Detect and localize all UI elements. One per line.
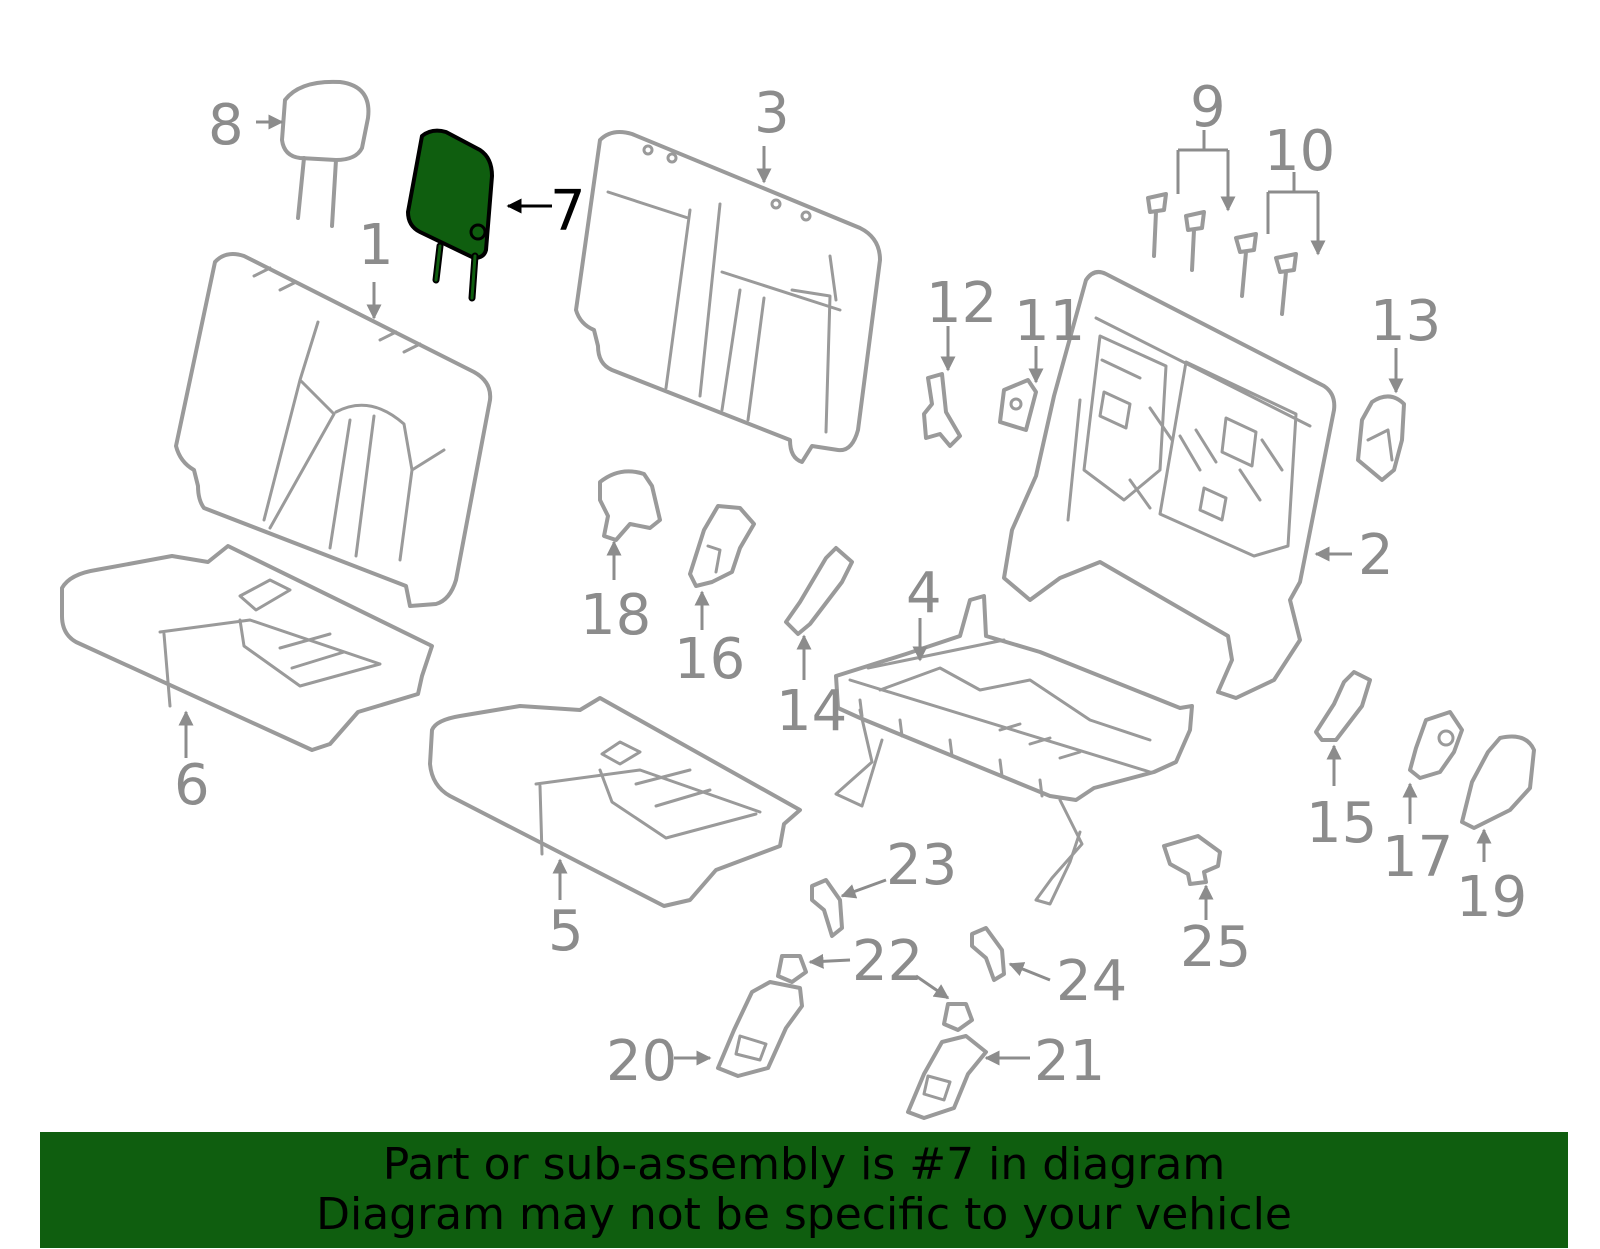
callout-11: 11 [1014, 289, 1085, 354]
part-3-seatback-cover[interactable] [574, 130, 882, 464]
callout-23: 23 [886, 833, 957, 898]
part-14-bracket[interactable] [784, 546, 854, 636]
callout-13: 13 [1370, 289, 1441, 354]
part-4-seat-frame-base[interactable] [834, 594, 1194, 906]
part-20-bracket[interactable] [716, 980, 804, 1078]
part-15-bracket[interactable] [1314, 670, 1372, 742]
leader-lines [178, 114, 1492, 1066]
part-21-bracket[interactable] [906, 1034, 988, 1120]
callout-12: 12 [926, 271, 997, 336]
part-8-headrest[interactable] [280, 79, 371, 228]
banner-line-2: Diagram may not be specific to your vehi… [316, 1189, 1292, 1240]
callout-15: 15 [1306, 791, 1377, 856]
callout-16: 16 [674, 627, 745, 692]
part-12-clip[interactable] [922, 372, 962, 448]
callout-17: 17 [1382, 825, 1453, 890]
callout-18: 18 [580, 583, 651, 648]
callout-24: 24 [1056, 949, 1127, 1014]
callout-21: 21 [1034, 1029, 1105, 1094]
callout-4: 4 [906, 561, 942, 626]
callout-7: 7 [550, 179, 586, 244]
callout-1: 1 [358, 213, 394, 278]
callout-10: 10 [1264, 119, 1335, 184]
callout-20: 20 [606, 1029, 677, 1094]
part-11-cap[interactable] [998, 378, 1038, 432]
callout-2: 2 [1358, 523, 1394, 588]
callout-5: 5 [548, 899, 584, 964]
part-13-cover[interactable] [1356, 394, 1406, 482]
callout-19: 19 [1456, 865, 1527, 930]
callout-9: 9 [1190, 75, 1226, 140]
part-18-bracket[interactable] [598, 469, 662, 542]
part-17-cover[interactable] [1408, 710, 1464, 780]
callout-22: 22 [852, 929, 923, 994]
part-24-bracket[interactable] [970, 926, 1006, 982]
parts-diagram: 8 1 7 3 9 10 12 11 13 2 18 16 4 14 6 5 1… [60, 75, 1536, 1120]
part-2-seat-frame[interactable] [1002, 270, 1337, 700]
part-25-bracket[interactable] [1162, 834, 1222, 886]
part-7-headrest[interactable] [406, 128, 494, 302]
part-6-seat-cushion[interactable] [60, 544, 434, 752]
part-19-cover[interactable] [1460, 734, 1536, 830]
banner-line-1: Part or sub-assembly is #7 in diagram [382, 1139, 1226, 1190]
info-banner: Part or sub-assembly is #7 in diagram Di… [40, 1132, 1568, 1248]
part-1-seatback[interactable] [174, 252, 493, 608]
part-23-bracket[interactable] [810, 878, 844, 938]
part-16-bracket[interactable] [688, 504, 756, 588]
part-9-bolts[interactable] [1146, 192, 1206, 272]
callout-8: 8 [208, 93, 244, 158]
callout-3: 3 [754, 81, 790, 146]
callout-14: 14 [776, 679, 847, 744]
part-5-seat-cushion[interactable] [428, 696, 802, 908]
part-10-bolts[interactable] [1234, 232, 1298, 316]
part-22-clip[interactable] [776, 954, 974, 1032]
callout-6: 6 [174, 753, 210, 818]
callout-25: 25 [1180, 915, 1251, 980]
